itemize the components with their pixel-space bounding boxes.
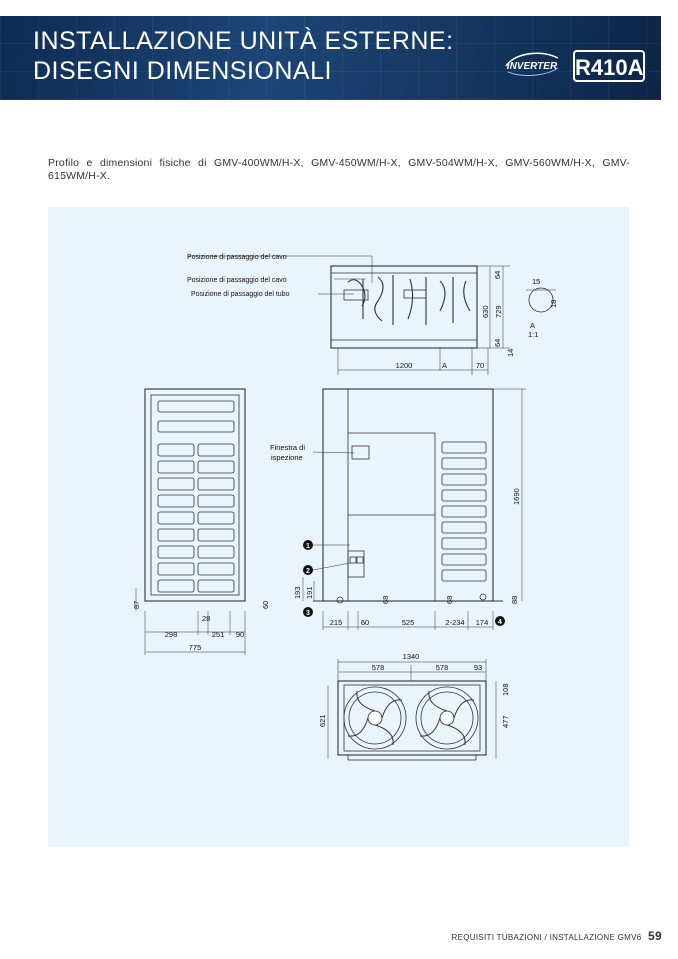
svg-text:3: 3 [306, 610, 310, 617]
dim-621: 621 [318, 714, 327, 727]
grille-slot [197, 477, 235, 491]
dim-90: 90 [236, 630, 244, 639]
dim-88: 88 [510, 596, 519, 604]
grille-slot [197, 494, 235, 508]
callout-2: 2 [303, 565, 313, 575]
grille-slot [197, 562, 235, 576]
grille-slot [441, 569, 487, 582]
grille-slot [441, 473, 487, 486]
dim-60-side: 60 [261, 601, 270, 609]
dim-18: 18 [549, 300, 558, 308]
grille-slot [441, 505, 487, 518]
top-view: Posizione di passaggio del cavo Posizion… [187, 254, 558, 375]
marker-a: A [442, 361, 447, 370]
side-grille [157, 443, 235, 593]
grille-slot [197, 545, 235, 559]
dim-525: 525 [402, 618, 415, 627]
dim-1690: 1690 [512, 488, 521, 505]
dim-15: 15 [532, 277, 540, 286]
dim-68b: 68 [445, 596, 454, 604]
header-grid-pattern [0, 16, 661, 100]
grille-slot [157, 443, 195, 457]
grille-slot [157, 477, 195, 491]
svg-text:1: 1 [306, 543, 310, 550]
dim-578b: 578 [436, 663, 449, 672]
grille-slot [157, 562, 195, 576]
grille-slot [157, 494, 195, 508]
grille-slot [197, 443, 235, 457]
svg-text:4: 4 [498, 619, 502, 626]
grille-slot [197, 460, 235, 474]
detail-a-scale: 1:1 [528, 330, 538, 339]
inspection-label-1: Finestra di [270, 443, 305, 452]
dim-298: 298 [165, 630, 178, 639]
callout-4: 4 [495, 616, 505, 626]
dim-191: 191 [305, 586, 314, 599]
grille-slot [441, 441, 487, 454]
dim-193: 193 [293, 586, 302, 599]
dimension-drawing: Posizione di passaggio del cavo Posizion… [132, 254, 558, 761]
dim-108: 108 [501, 683, 510, 696]
side-view: 87 60 28 298 251 90 775 [132, 388, 270, 655]
callout-3: 3 [303, 607, 313, 617]
title-line-2: DISEGNI DIMENSIONALI [33, 57, 332, 85]
grille-slot [157, 579, 195, 593]
bottom-view: 1340 578 578 93 621 108 477 [318, 652, 510, 761]
grille-slot [197, 511, 235, 525]
grille-slot [197, 528, 235, 542]
dim-28: 28 [202, 614, 210, 623]
dim-64a: 64 [493, 271, 502, 279]
grille-slot [441, 537, 487, 550]
grille-slot [441, 457, 487, 470]
dim-215: 215 [330, 618, 343, 627]
inverter-logo: INVERTER [505, 52, 559, 76]
grille-slot [441, 489, 487, 502]
front-grille [441, 441, 487, 582]
grille-slot [441, 521, 487, 534]
title-line-1: INSTALLAZIONE UNITÀ ESTERNE: [33, 27, 454, 55]
dimension-drawing-panel: Posizione di passaggio del cavo Posizion… [48, 207, 629, 847]
grille-slot [157, 528, 195, 542]
dim-1340: 1340 [403, 652, 420, 661]
dim-630: 630 [481, 305, 490, 318]
dim-174: 174 [476, 618, 489, 627]
grille-slot [441, 553, 487, 566]
callout-1: 1 [303, 540, 313, 550]
dim-1200: 1200 [396, 361, 413, 370]
dim-87: 87 [132, 601, 141, 609]
grille-slot [157, 460, 195, 474]
r410a-logo: R410A [573, 50, 645, 82]
detail-a-label: A [530, 321, 535, 330]
inspection-label-2: ispezione [271, 453, 303, 462]
dim-729: 729 [494, 305, 503, 318]
dim-477: 477 [501, 715, 510, 728]
grille-slot [197, 579, 235, 593]
dim-60-front: 60 [361, 618, 369, 627]
dim-70: 70 [476, 361, 484, 370]
dim-68a: 68 [381, 596, 390, 604]
dim-2-234: 2-234 [445, 618, 464, 627]
grille-slot [157, 511, 195, 525]
dim-14: 14 [506, 349, 515, 357]
svg-text:2: 2 [306, 568, 310, 575]
cable-label-1: Posizione di passaggio del cavo [187, 254, 287, 261]
grille-slot [157, 545, 195, 559]
page-header-banner: INSTALLAZIONE UNITÀ ESTERNE: DISEGNI DIM… [0, 16, 661, 100]
dim-251: 251 [212, 630, 225, 639]
model-description: Profilo e dimensioni fisiche di GMV-400W… [48, 157, 630, 182]
dim-64b: 64 [493, 339, 502, 347]
dim-578a: 578 [372, 663, 385, 672]
page-number: 59 [648, 929, 662, 943]
inverter-logo-text: INVERTER [507, 61, 558, 72]
page-title: INSTALLAZIONE UNITÀ ESTERNE: DISEGNI DIM… [33, 26, 454, 86]
dim-93: 93 [474, 663, 482, 672]
front-view: Finestra di ispezione 1 2 3 4 1690 88 68… [270, 388, 526, 630]
footer-section: REQUISITI TUBAZIONI / INSTALLAZIONE GMV6 [451, 933, 642, 942]
page-footer: REQUISITI TUBAZIONI / INSTALLAZIONE GMV6… [452, 929, 662, 943]
pipe-label: Posizione di passaggio del tubo [191, 291, 290, 298]
dim-775: 775 [189, 643, 202, 652]
cable-label-2: Posizione di passaggio del cavo [187, 277, 287, 284]
